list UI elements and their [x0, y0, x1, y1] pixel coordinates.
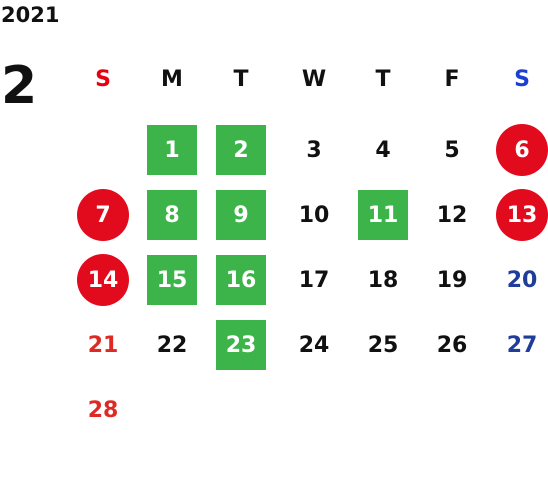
calendar-day-1[interactable]: 1 [147, 125, 197, 175]
weekday-header: T [233, 67, 249, 92]
calendar-day-7[interactable]: 7 [77, 189, 129, 241]
calendar-day-11[interactable]: 11 [358, 190, 408, 240]
calendar-day-12[interactable]: 12 [436, 202, 468, 228]
calendar-day-25[interactable]: 25 [367, 332, 399, 358]
weekday-header: M [161, 67, 183, 92]
calendar-day-19[interactable]: 19 [436, 267, 468, 293]
calendar-day-21[interactable]: 21 [87, 332, 119, 358]
year-label: 2021 [1, 3, 60, 27]
calendar-day-13[interactable]: 13 [496, 189, 548, 241]
weekday-header: S [95, 67, 111, 92]
calendar-day-9[interactable]: 9 [216, 190, 266, 240]
weekday-header: S [514, 67, 530, 92]
calendar-day-8[interactable]: 8 [147, 190, 197, 240]
weekday-header: T [375, 67, 391, 92]
calendar-day-5[interactable]: 5 [444, 137, 460, 163]
calendar-day-16[interactable]: 16 [216, 255, 266, 305]
calendar-day-18[interactable]: 18 [367, 267, 399, 293]
calendar-day-3[interactable]: 3 [306, 137, 322, 163]
calendar-day-23[interactable]: 23 [216, 320, 266, 370]
calendar-day-6[interactable]: 6 [496, 124, 548, 176]
calendar-day-27[interactable]: 27 [506, 332, 538, 358]
calendar-day-24[interactable]: 24 [298, 332, 330, 358]
calendar-day-10[interactable]: 10 [298, 202, 330, 228]
calendar-day-26[interactable]: 26 [436, 332, 468, 358]
calendar-day-2[interactable]: 2 [216, 125, 266, 175]
calendar-day-4[interactable]: 4 [375, 137, 391, 163]
calendar-day-22[interactable]: 22 [156, 332, 188, 358]
calendar-day-17[interactable]: 17 [298, 267, 330, 293]
calendar-day-28[interactable]: 28 [87, 397, 119, 423]
weekday-header: W [301, 67, 327, 92]
calendar-day-15[interactable]: 15 [147, 255, 197, 305]
calendar-day-20[interactable]: 20 [506, 267, 538, 293]
weekday-header: F [444, 67, 460, 92]
month-number: 2 [1, 56, 38, 116]
calendar-day-14[interactable]: 14 [77, 254, 129, 306]
